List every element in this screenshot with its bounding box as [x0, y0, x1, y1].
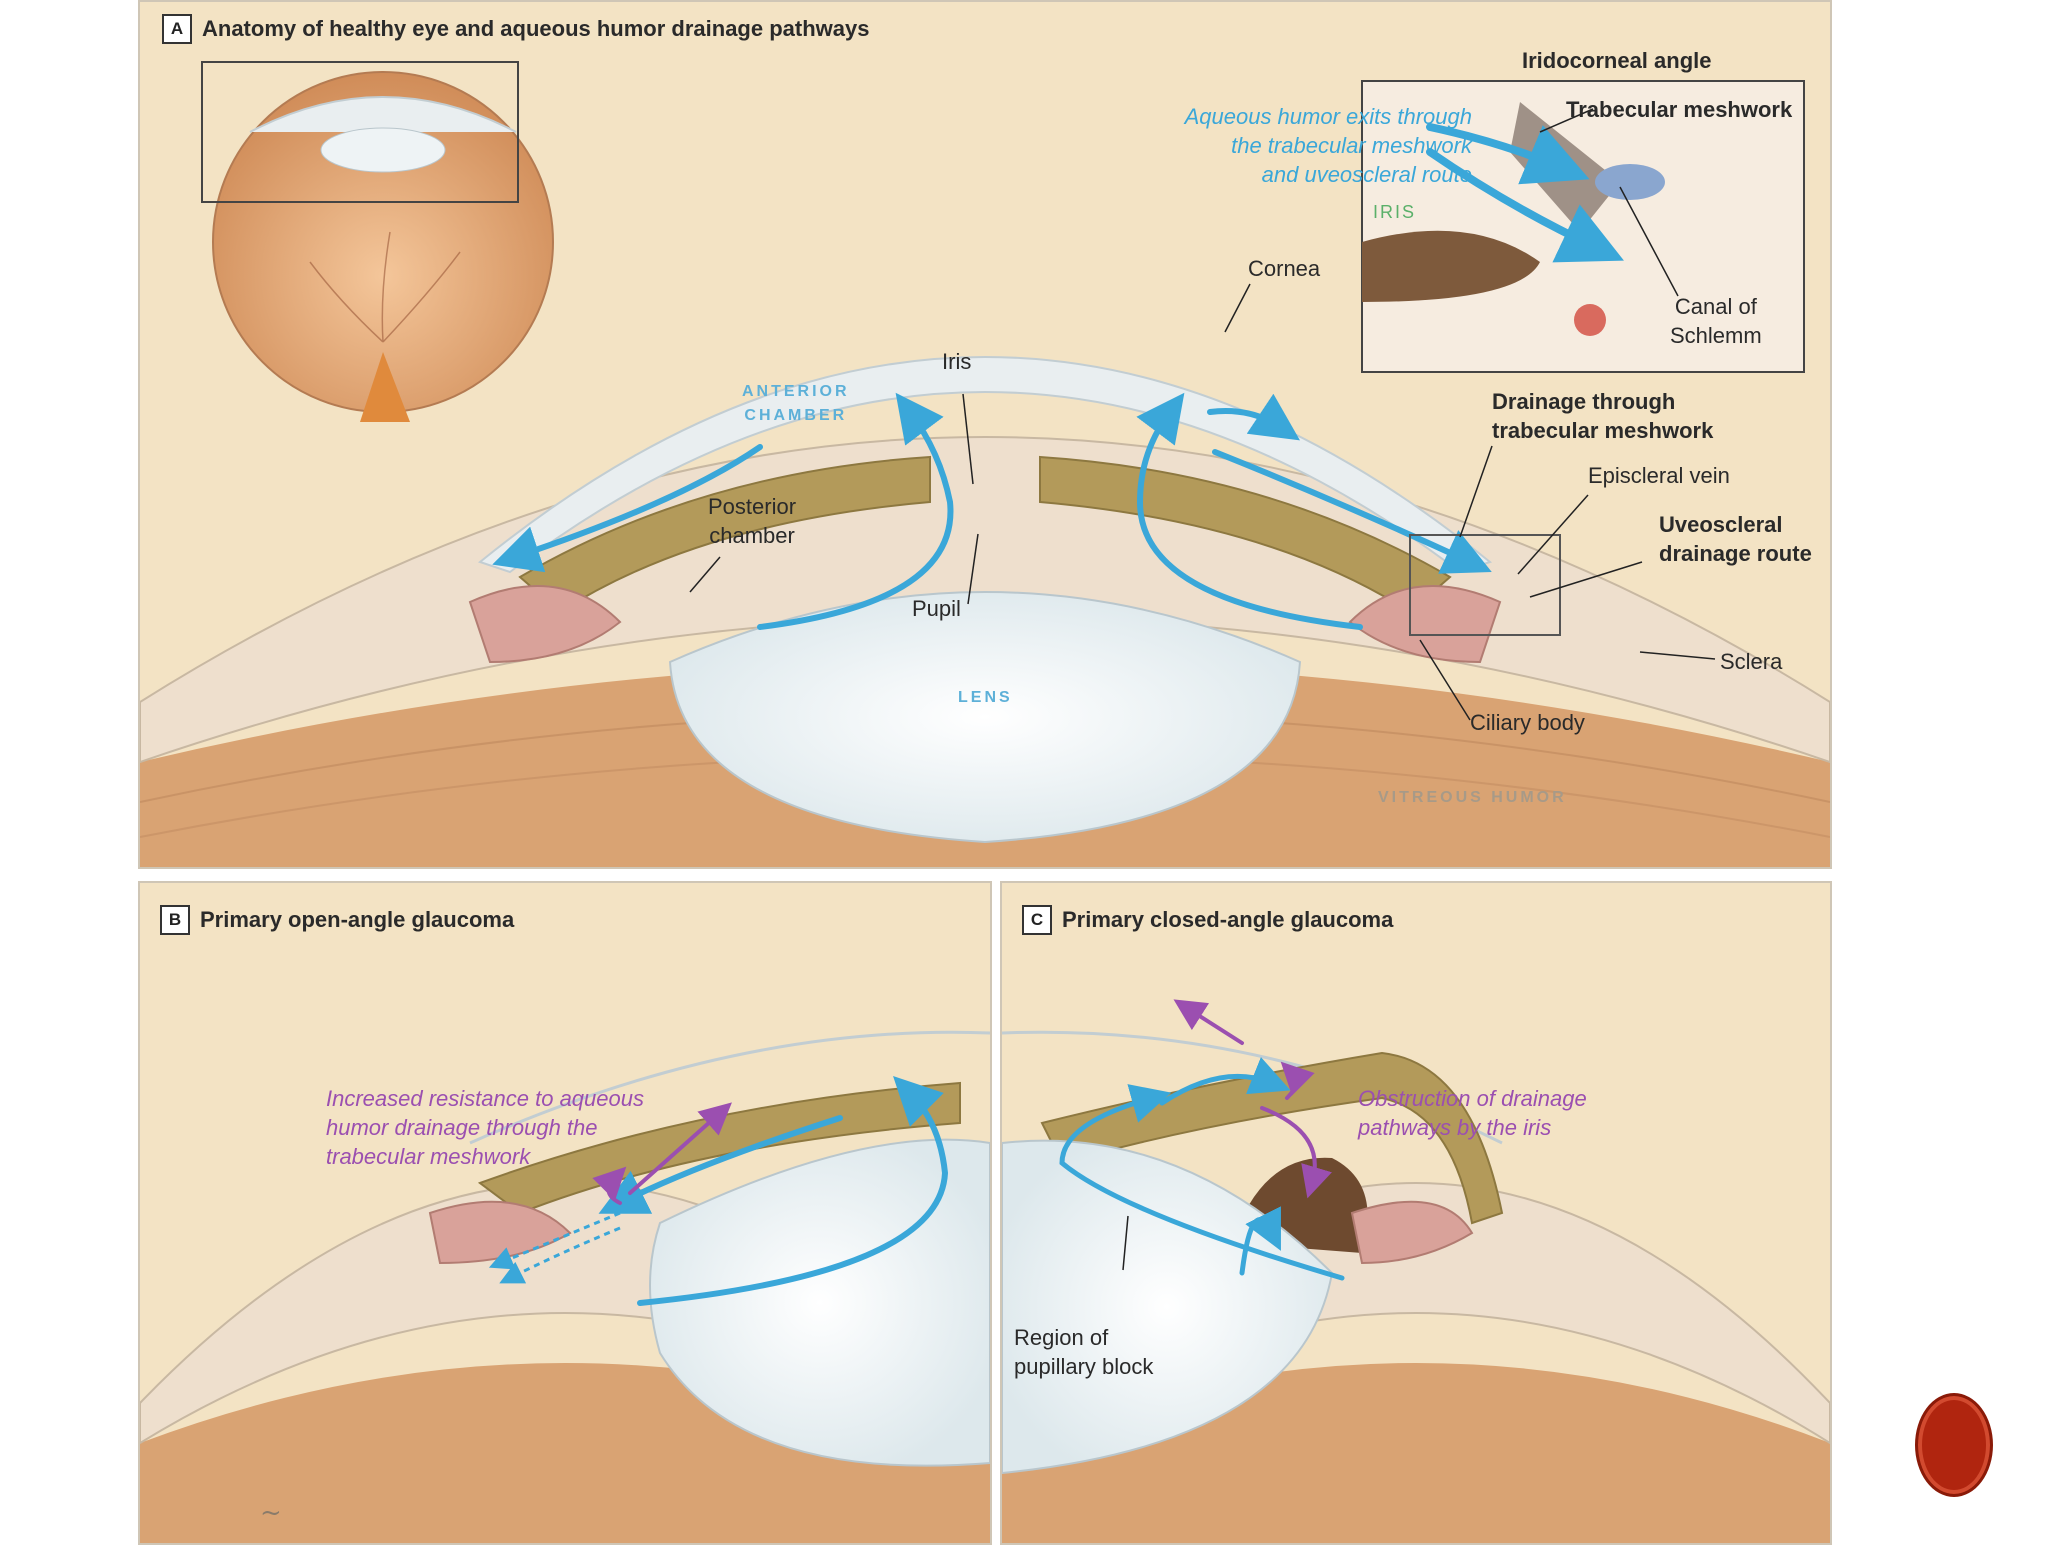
panel-b-title-row: B Primary open-angle glaucoma [160, 905, 514, 935]
artist-signature: ~ [260, 1498, 282, 1528]
label-ciliary-body: Ciliary body [1470, 708, 1585, 737]
panel-a-title-row: A Anatomy of healthy eye and aqueous hum… [162, 14, 869, 44]
panel-a-title: Anatomy of healthy eye and aqueous humor… [202, 16, 869, 42]
label-iris: Iris [942, 347, 971, 376]
panel-c-title-row: C Primary closed-angle glaucoma [1022, 905, 1393, 935]
open-angle-illustration [140, 883, 990, 1543]
label-lens: LENS [958, 686, 1013, 710]
label-inset-iris: IRIS [1373, 198, 1416, 227]
label-vitreous-humor: VITREOUS HUMOR [1378, 786, 1567, 810]
panel-a-badge: A [162, 14, 192, 44]
panel-b-open-angle: B Primary open-angle glaucoma Increased … [138, 881, 992, 1545]
panel-c-closed-angle: C Primary closed-angle glaucoma Obstruct… [1000, 881, 1832, 1545]
label-pupil: Pupil [912, 594, 961, 623]
panel-c-title: Primary closed-angle glaucoma [1062, 907, 1393, 933]
panel-b-title: Primary open-angle glaucoma [200, 907, 514, 933]
label-episcleral-vein: Episcleral vein [1588, 461, 1730, 490]
label-cornea: Cornea [1248, 254, 1320, 283]
circle-button-icon[interactable] [1915, 1393, 1993, 1497]
closed-angle-illustration [1002, 883, 1830, 1543]
label-iridocorneal-angle: Iridocorneal angle [1522, 46, 1712, 75]
panel-b-badge: B [160, 905, 190, 935]
panel-c-badge: C [1022, 905, 1052, 935]
panel-a-healthy-eye: A Anatomy of healthy eye and aqueous hum… [138, 0, 1832, 869]
label-sclera: Sclera [1720, 647, 1782, 676]
label-trabecular-meshwork-inset: Trabecular meshwork [1566, 95, 1792, 124]
